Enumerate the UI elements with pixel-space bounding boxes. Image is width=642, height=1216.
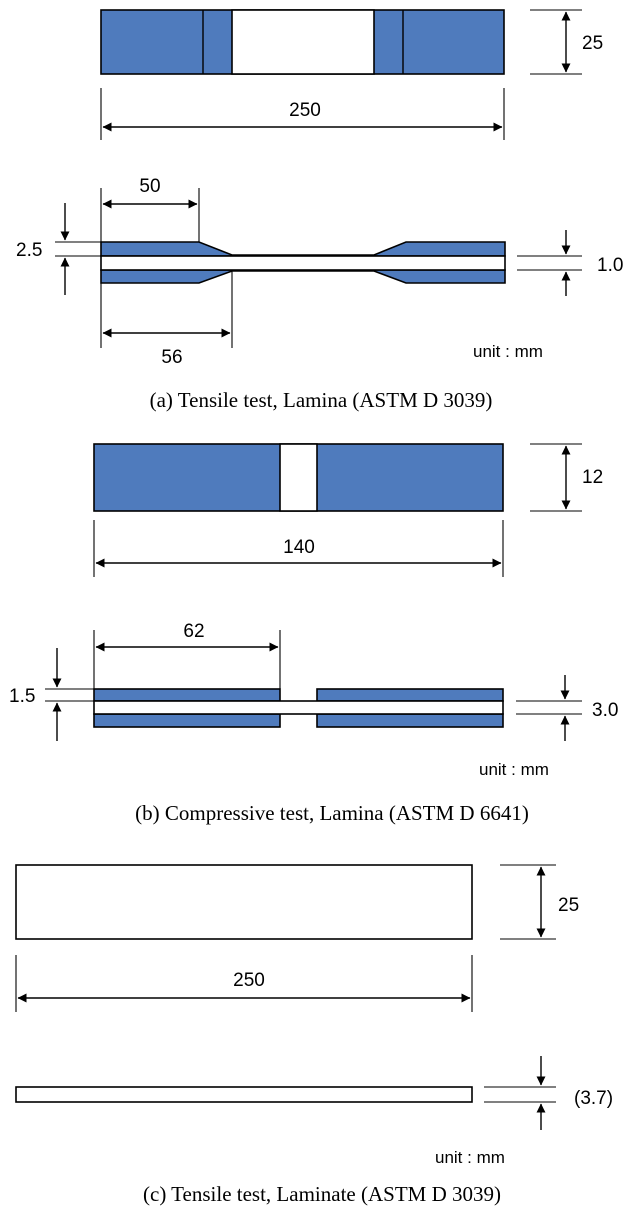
panel-a: 25 250 50 56 2.5 — [16, 9, 623, 412]
panel-b: 12 140 62 1.5 — [9, 443, 618, 825]
width-label: 12 — [582, 467, 603, 488]
upper-tab-right — [316, 688, 504, 702]
lower-tab-left — [93, 713, 281, 728]
caption-a: (a) Tensile test, Lamina (ASTM D 3039) — [150, 388, 493, 412]
lower-tab-right — [316, 713, 504, 728]
gauge-section — [231, 9, 375, 75]
unit-label: unit : mm — [473, 342, 543, 361]
panel-a-top-view: 25 250 — [100, 9, 603, 140]
laminate-specimen-top — [15, 864, 473, 940]
panel-a-side-view: 50 56 2.5 1.0 — [16, 176, 623, 368]
caption-c: (c) Tensile test, Laminate (ASTM D 3039) — [143, 1182, 501, 1206]
thickness-label: (3.7) — [574, 1088, 613, 1109]
unit-label: unit : mm — [479, 760, 549, 779]
laminate-specimen-side — [15, 1086, 473, 1103]
bevel-length-label: 56 — [161, 347, 182, 368]
tab-length-label: 50 — [139, 176, 160, 197]
unit-label: unit : mm — [435, 1148, 505, 1167]
length-label: 250 — [233, 970, 265, 991]
length-label: 250 — [289, 100, 321, 121]
width-label: 25 — [558, 895, 579, 916]
tab-thickness-label: 1.5 — [9, 686, 35, 707]
specimen-thickness-label: 1.0 — [597, 255, 623, 276]
gauge-section — [279, 443, 318, 512]
lamina-specimen — [93, 700, 504, 715]
panel-b-side-view: 62 1.5 3.0 — [9, 621, 618, 741]
lamina-specimen — [100, 255, 506, 271]
length-label: 140 — [283, 537, 315, 558]
tab-length-label: 62 — [183, 621, 204, 642]
panel-c: 25 250 (3.7) unit : mm (c) Tensile test,… — [15, 864, 613, 1206]
panel-c-top-view: 25 250 — [15, 864, 579, 1012]
lower-tab — [100, 269, 506, 284]
upper-tab — [100, 241, 506, 257]
width-label: 25 — [582, 33, 603, 54]
panel-b-top-view: 12 140 — [93, 443, 603, 577]
panel-c-side-view: (3.7) — [15, 1056, 613, 1130]
upper-tab-left — [93, 688, 281, 702]
caption-b: (b) Compressive test, Lamina (ASTM D 664… — [135, 801, 529, 825]
specimen-thickness-label: 3.0 — [592, 700, 618, 721]
tab-thickness-label: 2.5 — [16, 240, 42, 261]
